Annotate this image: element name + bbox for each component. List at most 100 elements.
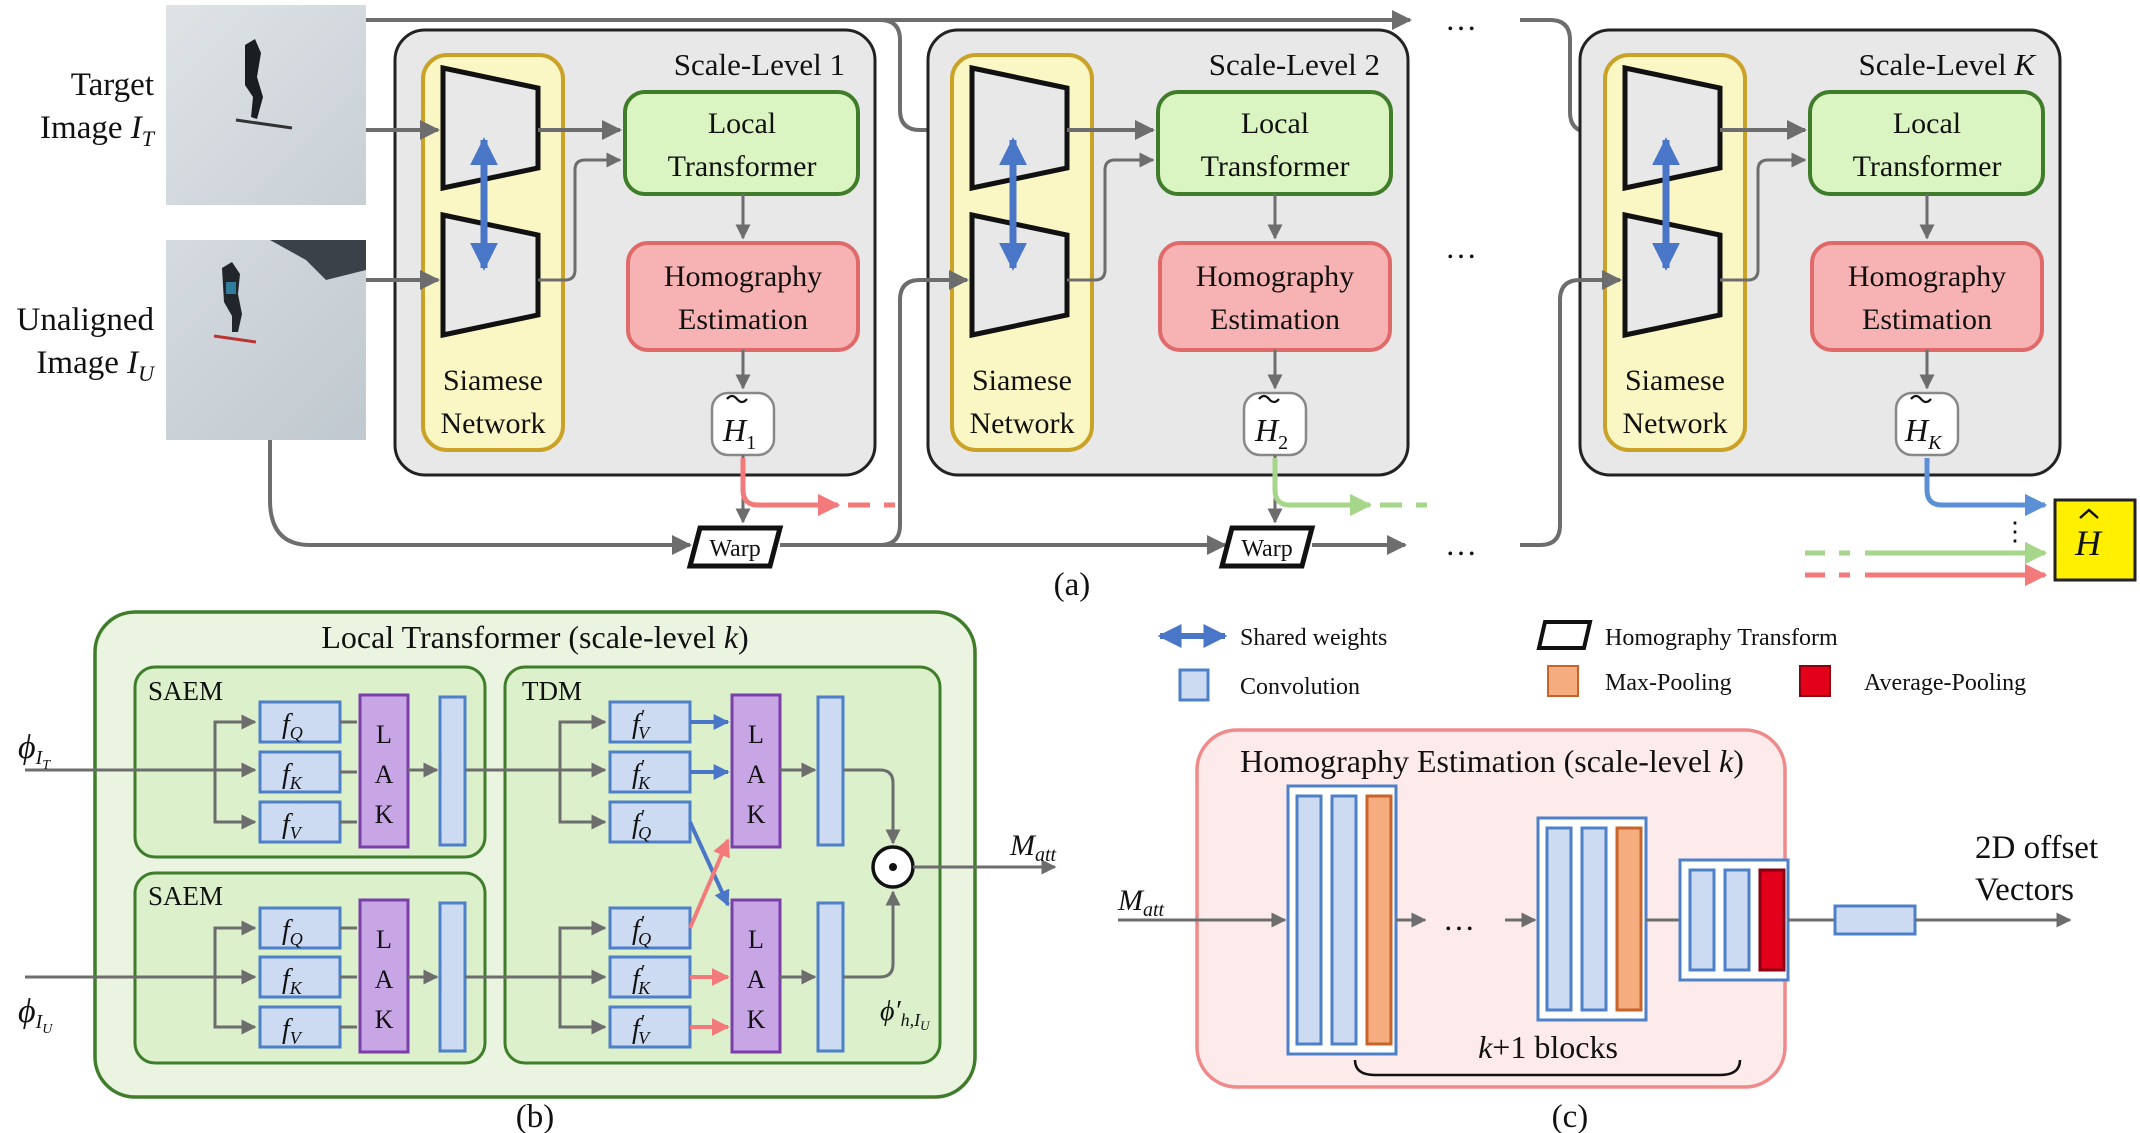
m-att-label-b: Matt xyxy=(1009,829,1057,866)
svg-text:Homography: Homography xyxy=(1196,260,1354,293)
svg-text:fQ: fQ xyxy=(282,709,303,743)
encoder-bottom-1 xyxy=(440,211,541,339)
svg-text:A: A xyxy=(375,965,394,994)
svg-text:Siamese: Siamese xyxy=(443,364,543,397)
svg-text:Homography Transform: Homography Transform xyxy=(1605,625,1838,651)
phi-it-label: ϕIT xyxy=(18,729,51,773)
svg-text:Transformer: Transformer xyxy=(1201,150,1350,183)
target-image xyxy=(166,5,366,205)
max-pooling-legend-icon xyxy=(1547,665,1579,697)
scale-level-1: Scale-Level 1 Siamese Network Local Tran… xyxy=(366,28,877,477)
svg-text:K: K xyxy=(375,1005,394,1034)
svg-text:f′K: f′K xyxy=(632,756,651,793)
svg-text:Warp: Warp xyxy=(1241,536,1292,562)
legend: Shared weights Convolution Homography Tr… xyxy=(1157,620,2026,702)
svg-text:A: A xyxy=(375,760,394,789)
svg-text:Local: Local xyxy=(708,107,776,140)
caption-b: (b) xyxy=(516,1099,554,1133)
svg-text:H: H xyxy=(2074,523,2103,563)
svg-text:K: K xyxy=(747,800,766,829)
scale-level-k-title: Scale-Level K xyxy=(1859,47,2038,82)
scale-level-k: Scale-Level K Siamese Network Local Tran… xyxy=(1578,28,2062,477)
svg-text:fV: fV xyxy=(282,1014,303,1048)
svg-text:Shared weights: Shared weights xyxy=(1240,625,1387,651)
final-homography: H xyxy=(2053,498,2137,582)
svg-text:L: L xyxy=(376,720,392,749)
caption-a: (a) xyxy=(1054,567,1091,603)
svg-text:K: K xyxy=(747,1005,766,1034)
warp-1: Warp xyxy=(686,525,784,569)
svg-text:Transformer: Transformer xyxy=(1853,150,2002,183)
svg-text:Network: Network xyxy=(441,407,546,440)
ellipsis-bottom: … xyxy=(1445,526,1477,562)
svg-text:Max-Pooling: Max-Pooling xyxy=(1605,670,1732,696)
svg-text:A: A xyxy=(747,760,766,789)
svg-text:SAEM: SAEM xyxy=(148,881,223,911)
svg-text:L: L xyxy=(748,925,764,954)
scale-level-2-title: Scale-Level 2 xyxy=(1209,47,1380,82)
svg-text:f′Q: f′Q xyxy=(632,912,651,949)
panel-c-title: Homography Estimation (scale-level k) xyxy=(1240,743,1744,779)
svg-text:Homography: Homography xyxy=(1848,260,2006,293)
blocks-brace xyxy=(1353,1059,1742,1077)
svg-text:Siamese: Siamese xyxy=(972,364,1072,397)
output-label-line2: Vectors xyxy=(1975,872,2074,908)
svg-text:Siamese: Siamese xyxy=(1625,364,1725,397)
encoder-top-1 xyxy=(440,64,541,192)
svg-text:f′K: f′K xyxy=(632,961,651,998)
svg-text:SAEM: SAEM xyxy=(148,676,223,706)
panel-b-title: Local Transformer (scale-level k) xyxy=(321,619,748,655)
svg-text:H2: H2 xyxy=(1254,412,1288,454)
ellipsis-top: … xyxy=(1445,1,1477,37)
svg-text:Estimation: Estimation xyxy=(1862,303,1992,336)
svg-text:Warp: Warp xyxy=(709,536,760,562)
output-label-line1: 2D offset xyxy=(1975,830,2098,866)
svg-text:Convolution: Convolution xyxy=(1240,674,1360,700)
tdm-internals: f′V f′K f′Q f′Q f′K f′V L A K L A K ϕ′h,… xyxy=(465,693,931,1054)
ellipsis-middle: … xyxy=(1445,229,1477,265)
h-tilde-k xyxy=(1894,391,1960,457)
caption-c: (c) xyxy=(1552,1099,1589,1133)
svg-text:f′V: f′V xyxy=(632,706,651,743)
scale-level-2: Scale-Level 2 Siamese Network Local Tran… xyxy=(926,28,1410,477)
svg-text:fK: fK xyxy=(282,759,303,793)
svg-text:…: … xyxy=(1443,901,1475,937)
svg-text:Average-Pooling: Average-Pooling xyxy=(1864,670,2026,696)
svg-text:TDM: TDM xyxy=(522,676,582,706)
homography-estimation-detail: Homography Estimation (scale-level k) … … xyxy=(1118,728,2072,1089)
saem-bottom-internals: fQ fK fV L A K xyxy=(213,898,467,1054)
svg-text:K: K xyxy=(375,800,394,829)
svg-text:A: A xyxy=(747,965,766,994)
average-pooling-legend-icon xyxy=(1799,665,1831,697)
svg-text:Homography: Homography xyxy=(664,260,822,293)
svg-text:Network: Network xyxy=(1623,407,1728,440)
svg-text:H1: H1 xyxy=(722,412,756,454)
phi-iu-label: ϕIU xyxy=(18,993,53,1037)
svg-text:f′Q: f′Q xyxy=(632,806,651,843)
warp-2: Warp xyxy=(1218,525,1316,569)
svg-text:Target: Target xyxy=(71,67,154,103)
scale-level-1-title: Scale-Level 1 xyxy=(674,47,845,82)
convolution-legend-icon xyxy=(1178,668,1210,702)
svg-text:fK: fK xyxy=(282,964,303,998)
svg-text:Local: Local xyxy=(1893,107,1961,140)
target-image-label: Target Image IT xyxy=(40,67,156,151)
svg-text:Image IT: Image IT xyxy=(40,110,156,151)
svg-text:HK: HK xyxy=(1904,412,1943,454)
svg-text:k+1 blocks: k+1 blocks xyxy=(1478,1029,1618,1065)
homography-transform-legend-icon xyxy=(1536,620,1593,650)
unaligned-image-label: Unaligned Image IU xyxy=(17,302,157,386)
svg-text:f′V: f′V xyxy=(632,1011,651,1048)
svg-text:Unaligned: Unaligned xyxy=(17,302,155,338)
svg-text:fV: fV xyxy=(282,809,303,843)
svg-text:L: L xyxy=(748,720,764,749)
svg-text:Estimation: Estimation xyxy=(1210,303,1340,336)
svg-text:fQ: fQ xyxy=(282,915,303,949)
unaligned-image xyxy=(166,240,366,440)
vertical-ellipsis: ⋮ xyxy=(2002,517,2028,546)
m-att-label-c: Matt xyxy=(1117,884,1165,921)
svg-text:ϕ′h,IU: ϕ′h,IU xyxy=(880,996,931,1033)
svg-text:Image IU: Image IU xyxy=(36,345,156,386)
svg-text:L: L xyxy=(376,925,392,954)
